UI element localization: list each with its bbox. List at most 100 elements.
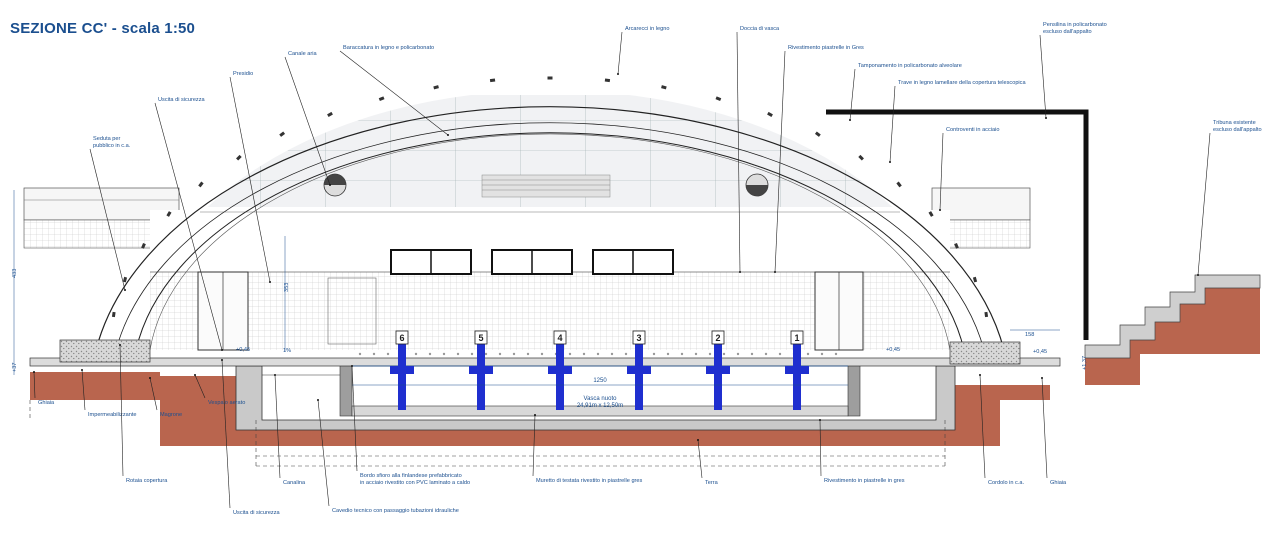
leader-line	[284, 56, 331, 186]
leader-dot	[889, 161, 891, 163]
wall-vent-dot	[722, 352, 726, 356]
leader-line	[317, 399, 330, 507]
lane-rope-post	[398, 344, 406, 410]
leader-line	[221, 359, 231, 509]
leader-dot	[317, 399, 319, 401]
wall-vent-dot	[498, 352, 502, 356]
label-arcarecci: Arcarecci in legno	[625, 26, 669, 32]
leader-dot	[697, 439, 699, 441]
label-magrone: Magrone	[160, 412, 182, 418]
label-rotaia: Rotaia copertura	[126, 478, 168, 484]
leader-dot	[447, 134, 449, 136]
wall-vent-dot	[386, 352, 390, 356]
wall-vent-dot	[596, 352, 600, 356]
leader-dot	[329, 184, 331, 186]
label-terra: Terra	[705, 480, 719, 486]
lane-crossbar	[390, 366, 414, 374]
arch-roof	[95, 76, 1005, 351]
wall-vent-dot	[820, 352, 824, 356]
leader-line	[1197, 132, 1211, 276]
leader-line	[89, 148, 126, 291]
leader-dot	[124, 289, 126, 291]
leader-line	[889, 85, 896, 163]
wall-vent-dot	[778, 352, 782, 356]
leader-line	[697, 439, 703, 479]
leader-dot	[534, 414, 536, 416]
roof-purlin	[198, 181, 204, 188]
label-ghiaia-right: Ghiaia	[1050, 480, 1067, 486]
roof-purlin	[954, 243, 959, 249]
leader-dot	[1045, 117, 1047, 119]
right-building	[931, 187, 1031, 249]
leader-line	[154, 102, 223, 351]
wall-vent-dot	[540, 352, 544, 356]
pensilina-frame	[826, 109, 1089, 340]
wall-vent-dot	[610, 352, 614, 356]
label-uscita-bottom: Uscita di sicurezza	[233, 510, 281, 516]
leader-line	[149, 377, 158, 411]
glazed-facade	[190, 95, 910, 207]
roof-purlin	[972, 276, 978, 283]
dimensions: 433 +37 353 158 +0,45 +0,45 +0,45 1% +1,…	[12, 190, 1088, 375]
roof-purlin	[928, 211, 934, 217]
leader-line	[979, 374, 986, 479]
lane-number-plate	[790, 330, 804, 345]
pool-labels: Vasca nuoto 24,91m x 12,50m 1250	[352, 378, 848, 409]
roof-purlin	[378, 96, 385, 102]
roof-purlin	[767, 111, 773, 117]
leader-line	[1041, 377, 1048, 479]
dim-level-left: +0,45	[236, 347, 250, 353]
leader-dot	[617, 73, 619, 75]
leader-line	[33, 371, 36, 399]
wall-vent-dot	[666, 352, 670, 356]
roof-purlin	[122, 276, 128, 283]
wall-vent-dot	[358, 352, 362, 356]
roof-purlin	[279, 131, 286, 137]
dim-height-low: +37	[12, 363, 18, 373]
wall-vent-dot	[428, 352, 432, 356]
label-cavedio: Cavedio tecnico con passaggio tubazioni …	[332, 508, 459, 514]
dim-inner-height: 353	[284, 283, 290, 292]
label-bordo: Bordo sfioro alla finlandese prefabbrica…	[360, 473, 470, 486]
earth	[30, 372, 1050, 446]
leader-line	[194, 374, 206, 399]
leader-line	[119, 344, 124, 477]
roof-purlin	[489, 78, 496, 83]
lane-number: 4	[557, 333, 562, 343]
clerestory-windows	[390, 249, 674, 275]
leader-dot	[269, 281, 271, 283]
wall-vent-dot	[484, 352, 488, 356]
tribuna	[1084, 274, 1261, 385]
label-presidio: Presidio	[233, 71, 253, 77]
wall-vent-dot	[694, 352, 698, 356]
lane-number-plate	[632, 330, 646, 345]
wall-vent-dot	[834, 352, 838, 356]
leader-dot	[1041, 377, 1043, 379]
lane-rope-post	[793, 344, 801, 410]
leader-dot	[849, 119, 851, 121]
doors	[197, 271, 864, 351]
lane-block-1: 1	[785, 330, 809, 410]
lane-number: 2	[715, 333, 720, 343]
leader-line	[849, 68, 856, 121]
roof-purlin	[814, 131, 821, 137]
dim-level-mid-right: +0,45	[886, 347, 900, 353]
roof-purlin	[715, 96, 722, 102]
leader-line	[819, 419, 822, 477]
label-cordolo: Cordolo in c.a.	[988, 480, 1025, 486]
leader-line	[736, 31, 741, 273]
lane-block-4: 4	[548, 330, 572, 410]
lane-crossbar	[469, 366, 493, 374]
lane-block-5: 5	[469, 330, 493, 410]
leader-dot	[819, 419, 821, 421]
label-rivestimento-top: Rivestimento piastrelle in Gres	[788, 45, 864, 51]
label-rivestimento-bottom: Rivestimento in piastrelle in gres	[824, 478, 905, 484]
wall-vent-dot	[372, 352, 376, 356]
pool-basin	[235, 364, 956, 431]
lane-number: 5	[478, 333, 483, 343]
roof-purlin	[896, 181, 902, 188]
